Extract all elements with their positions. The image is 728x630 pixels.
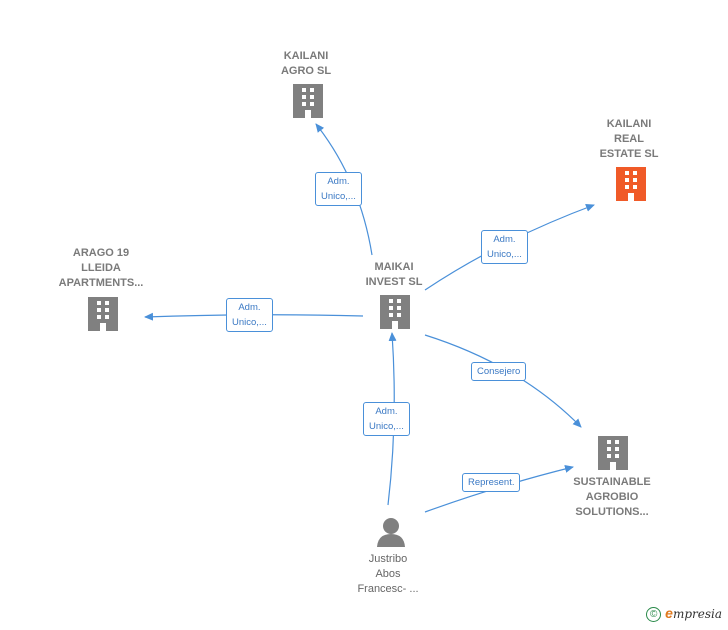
node-label-kailani-real-estate[interactable]: KAILANI REAL ESTATE SL (599, 118, 659, 160)
brand-initial: e (665, 604, 673, 621)
node-label-kailani-agro[interactable]: KAILANI AGRO SL (280, 50, 332, 77)
building-icon[interactable] (88, 297, 118, 331)
edge-maikai-to-sustainable[interactable] (424, 334, 582, 428)
edge-label-consejero[interactable]: Consejero (471, 362, 527, 381)
edge-label-adm-unico-real[interactable]: Adm. Unico,... (481, 230, 528, 264)
person-icon[interactable] (377, 518, 405, 547)
building-icon[interactable] (380, 295, 410, 329)
edge-label-represent[interactable]: Represent. (462, 473, 521, 492)
building-icon[interactable] (598, 436, 628, 470)
edge-label-adm-unico-person[interactable]: Adm. Unico,... (363, 402, 410, 436)
building-icon[interactable] (293, 84, 323, 118)
building-icon-highlighted[interactable] (616, 167, 646, 201)
node-label-justribo[interactable]: Justribo Abos Francesc- ... (357, 553, 419, 595)
brand-name: mpresia (672, 606, 722, 621)
edge-label-adm-unico-arago[interactable]: Adm. Unico,... (226, 298, 273, 332)
edge-label-adm-unico-agro[interactable]: Adm. Unico,... (315, 172, 362, 206)
footer-brand: ©empresia (646, 605, 722, 622)
node-label-sustainable[interactable]: SUSTAINABLE AGROBIO SOLUTIONS... (573, 476, 651, 518)
node-label-maikai[interactable]: MAIKAI INVEST SL (365, 261, 423, 288)
copyright-icon: © (646, 607, 662, 622)
node-label-arago[interactable]: ARAGO 19 LLEIDA APARTMENTS... (58, 247, 144, 289)
